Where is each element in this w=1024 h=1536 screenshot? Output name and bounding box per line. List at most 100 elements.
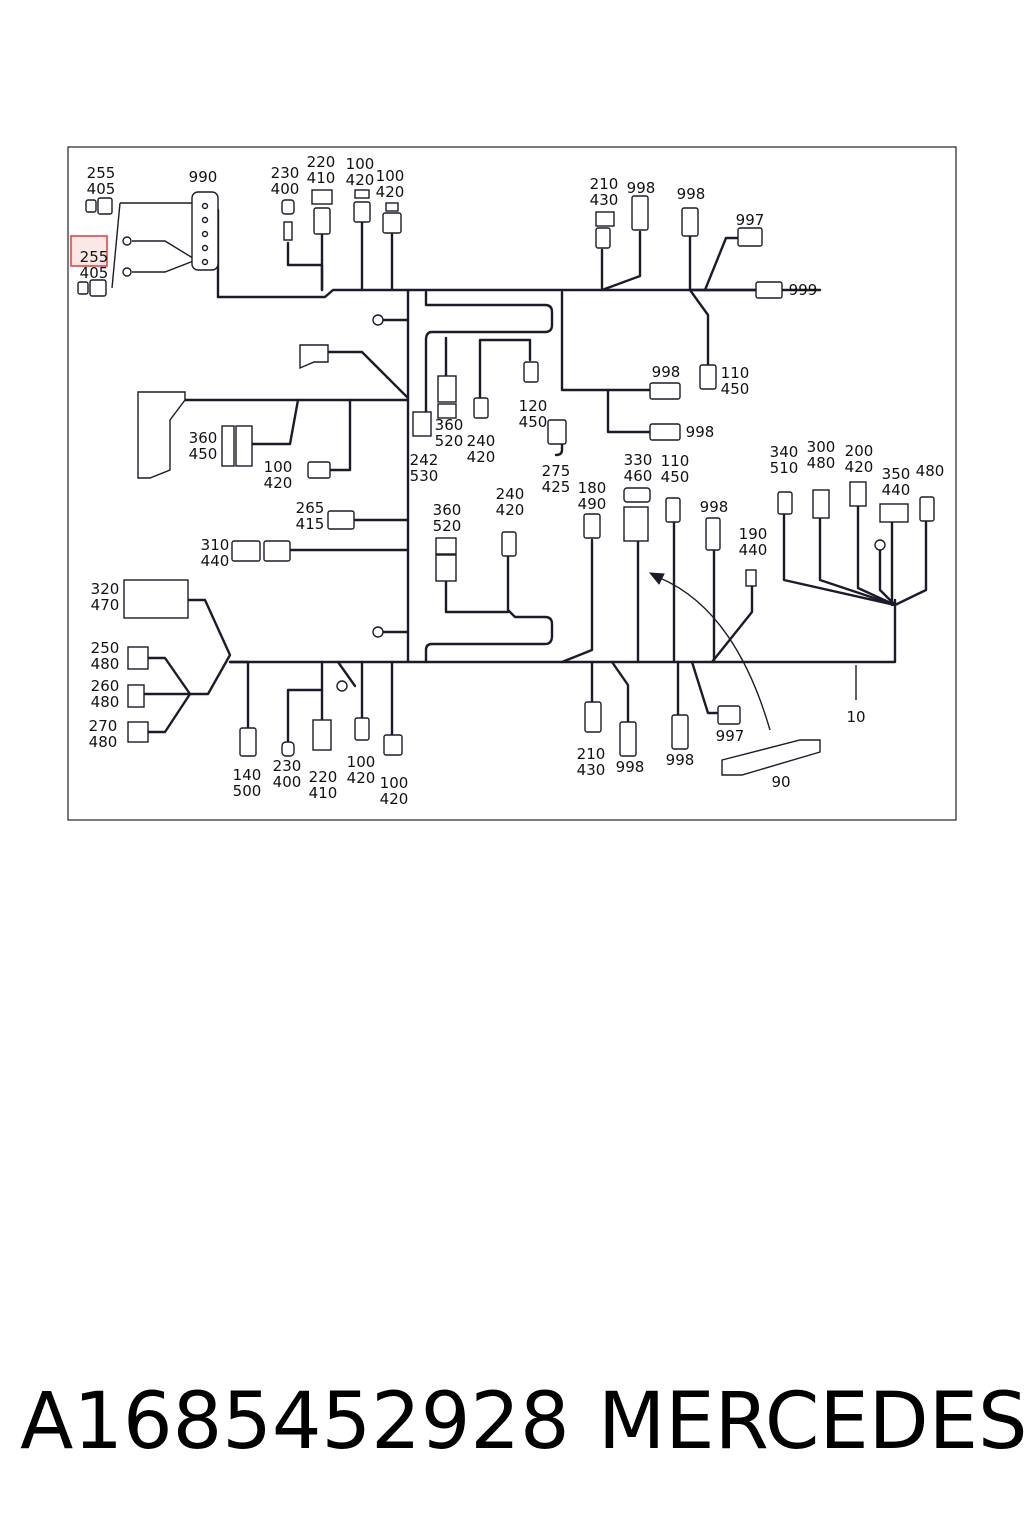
callout-line: 400 xyxy=(271,180,300,198)
callout-line: 520 xyxy=(433,517,462,535)
callout-line: 90 xyxy=(771,773,790,791)
callout-line: 450 xyxy=(661,468,690,486)
callout-90[interactable]: 90 xyxy=(771,773,790,791)
callout-line: 330 xyxy=(624,451,653,469)
callout-line: 190 xyxy=(739,525,768,543)
callout-998-center[interactable]: 998 xyxy=(700,498,729,516)
callout-998-bottom-2[interactable]: 998 xyxy=(666,751,695,769)
callout-line: 998 xyxy=(666,751,695,769)
callout-line: 480 xyxy=(91,655,120,673)
callout-line: 420 xyxy=(347,769,376,787)
callout-999[interactable]: 999 xyxy=(789,281,818,299)
brand-name: MERCEDES xyxy=(598,1377,1024,1467)
callout-line: 310 xyxy=(201,536,230,554)
callout-997-top[interactable]: 997 xyxy=(736,211,765,229)
right-wires xyxy=(590,503,928,724)
footer-caption: A1685452928 MERCEDES xyxy=(0,1372,1024,1472)
callout-line: 400 xyxy=(273,773,302,791)
callout-line: 510 xyxy=(770,459,799,477)
callout-line: 998 xyxy=(700,498,729,516)
callout-998-top-2[interactable]: 998 xyxy=(677,185,706,203)
callout-line: 450 xyxy=(519,413,548,431)
callout-line: 530 xyxy=(410,467,439,485)
callout-line: 110 xyxy=(721,364,750,382)
callout-line: 340 xyxy=(770,443,799,461)
callout-line: 230 xyxy=(271,164,300,182)
connector-255-405-b xyxy=(77,281,89,295)
callout-998-bottom-1[interactable]: 998 xyxy=(616,758,645,776)
callout-line: 480 xyxy=(916,462,945,480)
callout-line: 240 xyxy=(467,432,496,450)
callout-line: 410 xyxy=(309,784,338,802)
callout-line: 440 xyxy=(882,481,911,499)
callout-line: 120 xyxy=(519,397,548,415)
callout-998-top-1[interactable]: 998 xyxy=(627,179,656,197)
callout-line: 450 xyxy=(721,380,750,398)
callout-line: 997 xyxy=(716,727,745,745)
callout-line: 998 xyxy=(627,179,656,197)
callout-line: 430 xyxy=(577,761,606,779)
callout-line: 520 xyxy=(435,432,464,450)
callout-997-bottom[interactable]: 997 xyxy=(716,727,745,745)
control-unit-bracket xyxy=(137,391,186,479)
callout-line: 320 xyxy=(91,580,120,598)
callout-line: 460 xyxy=(624,467,653,485)
callout-line: 990 xyxy=(189,168,218,186)
callout-line: 415 xyxy=(296,515,325,533)
harness-trunks xyxy=(216,288,897,664)
callout-line: 470 xyxy=(91,596,120,614)
callout-line: 242 xyxy=(410,451,439,469)
callout-998-mid-2[interactable]: 998 xyxy=(686,423,715,441)
connector-320-470 xyxy=(123,579,189,619)
callout-480[interactable]: 480 xyxy=(916,462,945,480)
callout-line: 255 xyxy=(80,248,109,266)
callout-line: 410 xyxy=(307,169,336,187)
callout-990[interactable]: 990 xyxy=(189,168,218,186)
callout-10[interactable]: 10 xyxy=(846,708,865,726)
callout-line: 10 xyxy=(846,708,865,726)
callout-998-mid-1[interactable]: 998 xyxy=(652,363,681,381)
callout-line: 100 xyxy=(347,753,376,771)
callout-line: 200 xyxy=(845,442,874,460)
callout-line: 300 xyxy=(807,438,836,456)
callout-line: 405 xyxy=(80,264,109,282)
